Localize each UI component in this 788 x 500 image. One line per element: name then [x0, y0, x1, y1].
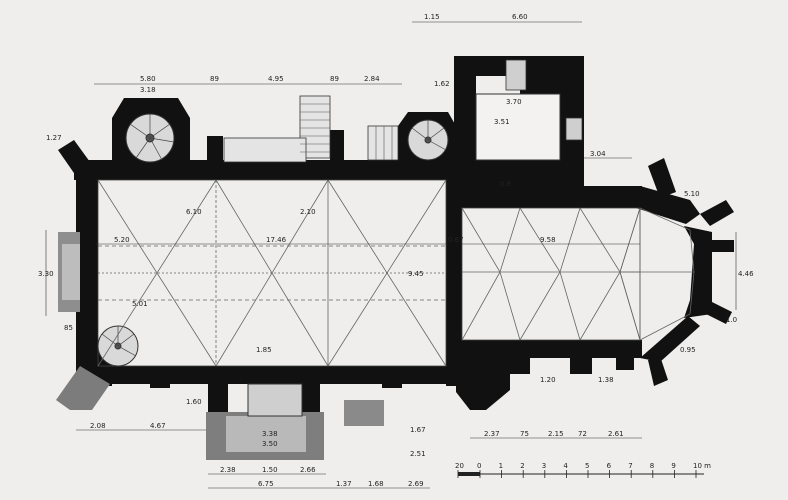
straight-stairs	[223, 95, 399, 163]
dim-porch-top: 1.85	[256, 346, 272, 354]
dim-choir-bottom-2: 75	[520, 430, 529, 438]
grey-elements	[56, 59, 583, 460]
dim-porch-w: 3.38	[262, 430, 278, 438]
scale-label: 3	[542, 462, 546, 470]
scale-label: 20	[455, 462, 464, 470]
dim-top-small: 3.18	[140, 86, 156, 94]
dim-nave-h: 9.45	[408, 270, 424, 278]
scale-bar: 20 0 1 2 3 4 5 6 7 8 9 10 m	[455, 462, 711, 478]
dim-nave-w1: 6.10	[186, 208, 202, 216]
dim-porch-side: 1.60	[186, 398, 202, 406]
dim-bottom-left: 2.08	[90, 422, 106, 430]
dim-choir-bottom-1: 2.37	[484, 430, 500, 438]
dim-nave-tl: 5.20	[114, 236, 130, 244]
dim-apse-diag: 5.10	[684, 190, 700, 198]
scale-label: 0	[477, 462, 481, 470]
scale-label: 8	[650, 462, 654, 470]
dim-top-4: 89	[330, 75, 339, 83]
dim-bottom-f: 2.69	[408, 480, 424, 488]
scale-label: 9	[671, 462, 675, 470]
dim-choir-bottom-3: 2.15	[548, 430, 564, 438]
dim-left-bottom: 85	[64, 324, 73, 332]
dim-top-1: 5.80	[140, 75, 156, 83]
spiral-stair-lines	[101, 114, 447, 357]
dim-tower-inner-h: 3.51	[494, 118, 510, 126]
scale-label: 2	[520, 462, 524, 470]
nave-vaulting	[97, 179, 447, 367]
choir-vaulting	[461, 207, 695, 341]
dimension-labels: 5.80 89 4.95 89 2.84 3.18 1.15 6.60 1.62…	[38, 13, 754, 488]
dim-right-upper: 3.04	[590, 150, 606, 158]
scale-label: 10 m	[693, 462, 711, 470]
dim-top-5: 2.84	[364, 75, 380, 83]
scale-label: 7	[628, 462, 632, 470]
dim-bottom-total: 6.75	[258, 480, 274, 488]
dim-left-small: 1.27	[46, 134, 62, 142]
dim-bottom-b: 1.50	[262, 466, 278, 474]
dim-top-2: 89	[210, 75, 219, 83]
dim-bottom-d: 1.37	[336, 480, 352, 488]
stair-treads	[300, 103, 393, 160]
dim-left-side: 3.30	[38, 270, 54, 278]
scale-label: 6	[607, 462, 612, 470]
dim-tower-inner-w: 3.70	[506, 98, 522, 106]
dim-top-3: 4.95	[268, 75, 284, 83]
dim-choir-small-2: 1.38	[598, 376, 614, 384]
dim-bottom-c: 2.66	[300, 466, 316, 474]
dim-tower-left: 1.15	[424, 13, 440, 21]
dim-nave-w2: 2.10	[300, 208, 316, 216]
dim-choir-bottom-4: 72	[578, 430, 587, 438]
dim-choir-gap: 0.67	[448, 236, 464, 244]
dim-apse-right: 4.46	[738, 270, 754, 278]
dim-bottom-e: 1.68	[368, 480, 384, 488]
dim-bottom-mid: 4.67	[150, 422, 166, 430]
dim-tower-right: 6.60	[512, 13, 528, 21]
scale-label: 1	[499, 462, 503, 470]
dim-apse-small: 1.0	[726, 316, 737, 324]
scale-label: 5	[585, 462, 589, 470]
dim-nave-inner-w: 17.46	[266, 236, 287, 244]
dim-choir-w: 9.58	[540, 236, 556, 244]
dim-nave-lower: 5.01	[132, 300, 148, 308]
dim-porch-w2: 3.50	[262, 440, 278, 448]
dim-bottom-a: 2.38	[220, 466, 236, 474]
dim-apse-low: 0.95	[680, 346, 696, 354]
dimension-lines	[45, 21, 737, 489]
dim-side-1: 1.67	[410, 426, 426, 434]
dim-side-2: 2.51	[410, 450, 426, 458]
scale-label: 4	[563, 462, 568, 470]
dim-choir-small-1: 1.20	[540, 376, 556, 384]
dim-choir-bottom-5: 2.61	[608, 430, 624, 438]
dim-tower-lower: 0.8	[500, 180, 511, 188]
dim-tower-side: 1.62	[434, 80, 450, 88]
